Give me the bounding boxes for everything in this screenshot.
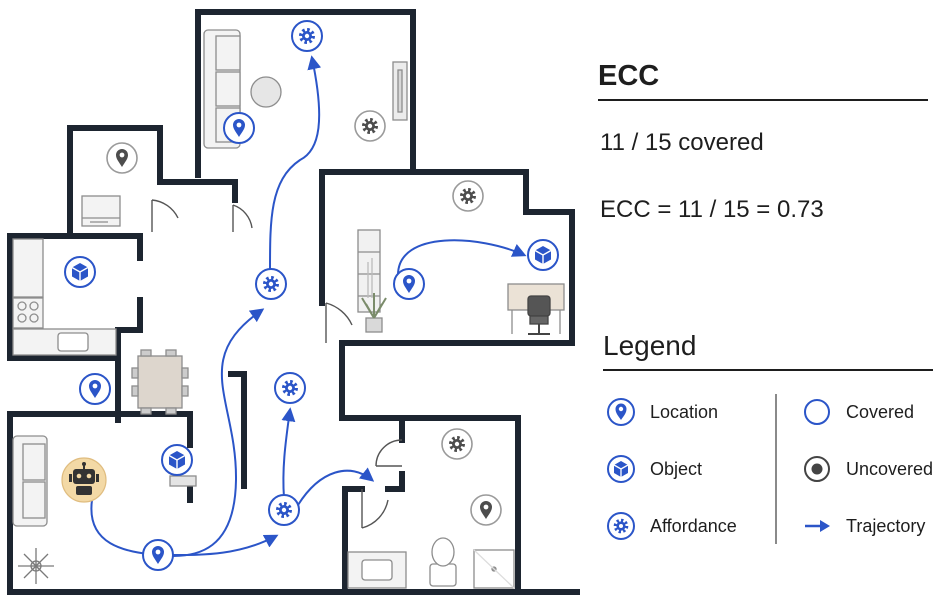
doors	[151, 199, 403, 529]
trajectory-bath	[281, 407, 296, 499]
legend-item-object: Object	[606, 454, 702, 484]
affordance-uncovered-marker	[451, 179, 485, 213]
legend-item-uncovered: Uncovered	[802, 454, 933, 484]
location-covered-marker	[142, 539, 174, 571]
legend-title: Legend	[603, 330, 697, 361]
affordance-uncovered-marker	[440, 427, 474, 461]
object-covered-marker	[161, 444, 193, 476]
trajectories	[90, 55, 527, 557]
legend-label-covered: Covered	[846, 401, 915, 422]
legend-divider	[603, 369, 933, 371]
ecc-formula: ECC = 11 / 15 = 0.73	[600, 196, 824, 223]
trajectory-main	[90, 308, 265, 557]
legend-label-location: Location	[650, 401, 719, 422]
location-covered-marker	[393, 268, 425, 300]
legend-label-object: Object	[650, 458, 703, 479]
affordance-covered-marker	[290, 19, 324, 53]
legend-item-affordance: Affordance	[606, 511, 737, 541]
floor-plan	[7, 9, 580, 595]
trajectory-hall-up	[269, 55, 322, 271]
ecc-title: ECC	[598, 60, 660, 92]
affordance-uncovered-marker	[353, 109, 387, 143]
trajectory-bedroom-right	[171, 534, 279, 556]
affordance-covered-marker	[254, 267, 288, 301]
location-uncovered-marker	[470, 494, 502, 526]
ecc-covered-count: 11 / 15 covered	[600, 129, 764, 156]
location-uncovered-marker	[106, 142, 138, 174]
location-covered-marker	[79, 373, 111, 405]
trajectory-office	[397, 239, 527, 276]
affordance-covered-marker	[267, 493, 301, 527]
location-pin-icon	[607, 398, 635, 426]
location-covered-marker	[223, 112, 255, 144]
legend-label-affordance: Affordance	[650, 515, 737, 536]
uncovered-dot-icon	[804, 456, 830, 482]
walls	[7, 9, 580, 595]
trajectory-arrow-icon	[805, 520, 830, 532]
object-covered-marker	[64, 256, 96, 288]
affordance-gear-icon	[607, 512, 635, 540]
legend-label-trajectory: Trajectory	[846, 515, 926, 536]
object-covered-marker	[527, 239, 559, 271]
legend-item-location: Location	[606, 397, 718, 427]
affordance-covered-marker	[273, 371, 307, 405]
object-cube-icon	[607, 455, 635, 483]
covered-circle-icon	[804, 399, 830, 425]
legend-item-covered: Covered	[802, 397, 914, 427]
legend-label-uncovered: Uncovered	[846, 458, 934, 479]
robot-icon	[61, 457, 107, 503]
ecc-divider	[598, 99, 928, 101]
trajectory-bath-door	[297, 467, 375, 506]
legend-item-trajectory: Trajectory	[802, 511, 925, 541]
legend-column-divider	[775, 394, 777, 544]
